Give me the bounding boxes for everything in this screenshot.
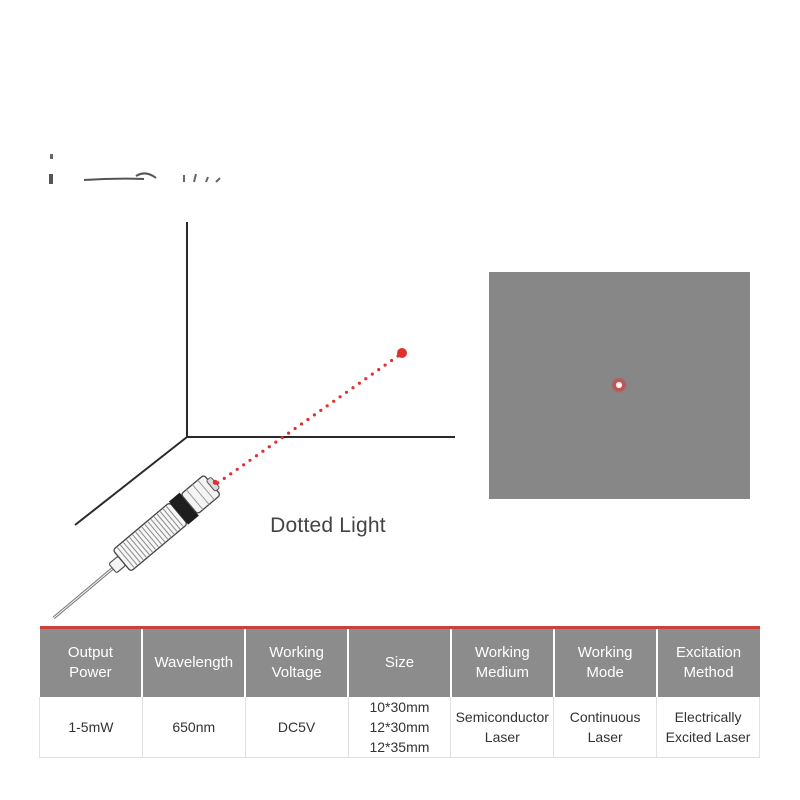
header-excitation-method: Excitation Method [656,627,760,697]
value-output-power: 1-5mW [39,697,143,758]
header-wavelength: Wavelength [142,627,247,697]
header-size: Size [348,627,452,697]
laser-target-dot [397,348,407,358]
value-working-medium: Semiconductor Laser [450,697,555,758]
laser-spot-core [616,382,622,388]
value-wavelength: 650nm [142,697,246,758]
header-working-voltage: Working Voltage [245,627,350,697]
value-size: 10*30mm 12*30mm 12*35mm [348,697,452,758]
laser-beam-dots [203,354,400,494]
header-working-mode: Working Mode [553,627,658,697]
spec-value-row: 1-5mW 650nm DC5V 10*30mm 12*30mm 12*35mm… [39,697,760,758]
value-excitation-method: Electrically Excited Laser [656,697,760,758]
spec-header-row: Output Power Wavelength Working Voltage … [39,627,760,697]
module-threads [116,506,184,568]
cropped-text-fragment [49,154,221,184]
spec-table: Output Power Wavelength Working Voltage … [39,626,760,758]
header-output-power: Output Power [39,627,144,697]
value-working-mode: Continuous Laser [553,697,658,758]
laser-module-icon [52,475,220,620]
header-working-medium: Working Medium [450,627,555,697]
projected-dot-preview [489,272,750,499]
y-axis-line [74,436,188,526]
value-working-voltage: DC5V [245,697,349,758]
diagram-caption: Dotted Light [270,514,386,537]
